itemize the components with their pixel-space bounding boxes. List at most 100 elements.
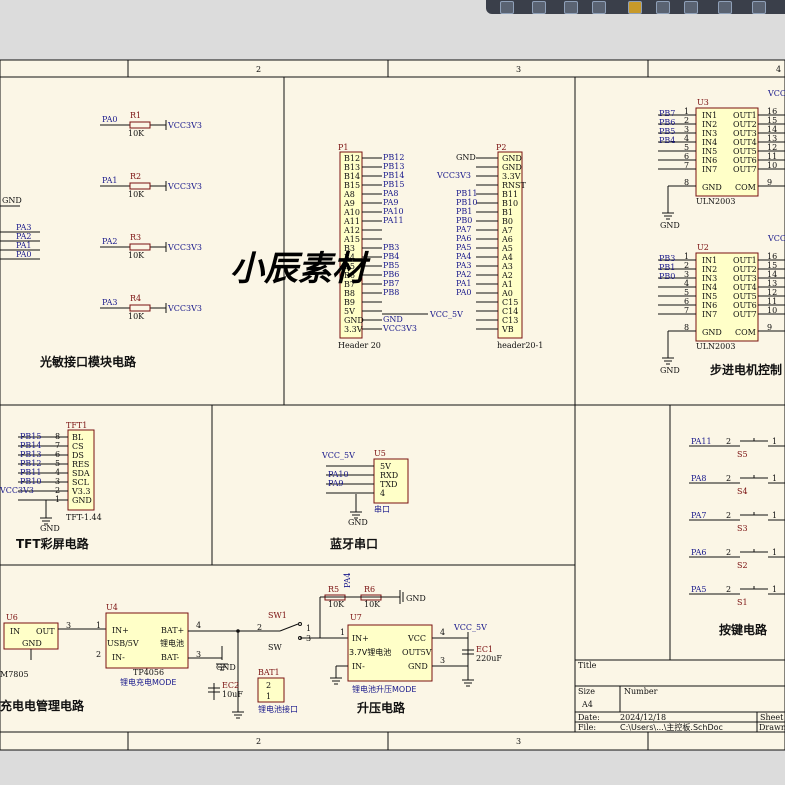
u2-pin: 5 [684,288,689,297]
p1-pin: B8 [344,289,355,298]
u3-pin: 12 [767,143,777,152]
vcc-label: VCC3V3 [167,182,202,191]
key-net: PA11 [691,437,712,446]
tft-net: PB11 [20,468,41,477]
resistor-value: 10K [128,190,145,199]
u2-gnd-label: GND [660,366,680,375]
p2-net: PA6 [456,234,472,243]
more-tools-icon[interactable] [752,1,766,14]
r5-val: 10K [328,600,345,609]
tb-title: Title [578,661,597,670]
u2-out: OUT6 [733,301,757,310]
header-p2[interactable]: P2GNDGNDGND3.3VVCC3V3RNSTB11PB11B10PB10B… [436,143,543,350]
component-tool-icon[interactable] [628,1,642,14]
p1-name: Header 20 [338,341,381,350]
tft-net: PB15 [20,432,41,441]
p2-net: VCC3V3 [436,171,471,180]
ec1-val: 220uF [476,654,502,663]
u5-gnd-label: GND [348,518,368,527]
r5-ref: R5 [328,585,339,594]
photo-section-title: 光敏接口模块电路 [39,354,137,369]
u2-net: PB0 [659,272,675,281]
p2-pin: 3.3V [502,172,521,181]
power-port-icon[interactable] [684,1,698,14]
p2-net: PA2 [456,270,472,279]
tb-sheet: Sheet [760,713,784,722]
u6-name: M7805 [0,670,29,679]
u2-pin: 12 [767,288,777,297]
u3-in: IN3 [702,129,717,138]
u7-ref: U7 [350,613,362,622]
u2-in: IN6 [702,301,717,310]
p1-pin: A9 [343,199,355,208]
boost-circuit[interactable]: R5 10K R6 10K PA4 GND U7 IN+ 3.7V锂电池 IN-… [319,572,502,694]
p2-pin: A4 [501,253,513,262]
u2-pin: 7 [684,306,689,315]
u3-net: PB7 [659,109,675,118]
u3-out: OUT6 [733,156,757,165]
p1-net: GND [383,315,403,324]
tft-net: PB13 [20,450,41,459]
u2-out: OUT4 [733,283,757,292]
net-label: PA0 [16,250,32,259]
text-tool-icon[interactable] [718,1,732,14]
p1-pin: B6 [344,271,355,280]
net-label: PA3 [16,223,32,232]
tft-name: TFT-1.44 [66,513,102,522]
charge-circuit[interactable]: U6 IN OUT GND M7805 3 U4 IN+ USB/5V IN- … [0,603,350,719]
select-tool-icon[interactable] [500,1,514,14]
net-label-icon[interactable] [656,1,670,14]
tft-gnd-label: GND [40,524,60,533]
tft-pin: CS [72,442,84,451]
u4-pin-l1: 1 [96,621,101,630]
u3-com: COM [735,183,756,192]
resistor [129,243,151,251]
u4-desc: 锂电充电MODE [120,677,176,687]
net-label: PA3 [102,298,118,307]
u3-in: IN6 [702,156,717,165]
u2-in: IN2 [702,265,717,274]
p1-pin: A15 [343,235,360,244]
p1-net: PB8 [383,288,399,297]
u6-pin: 3 [66,621,71,630]
tft-connector[interactable]: TFT1BL8PB15CS7PB14DS6PB13RES5PB12SDA4PB1… [0,421,102,533]
wire-tool-icon[interactable] [592,1,606,14]
u2-ref: U2 [697,243,709,252]
u2-pin: 1 [684,252,689,261]
net-label: PA2 [102,237,118,246]
u3-name: ULN2003 [696,197,735,206]
p1-net: PB14 [383,171,404,180]
u7-desc: 锂电池升压MODE [352,684,416,694]
p2-net: PB10 [456,198,477,207]
p1-net: PB3 [383,243,399,252]
u2-pin: 16 [767,252,777,261]
net-pa4: PA4 [343,572,352,588]
key-pin: 1 [772,585,777,594]
resistor-ref: R4 [130,294,141,303]
resistor [129,182,151,190]
tft-net: PB12 [20,459,41,468]
p1-ref: P1 [338,143,348,152]
p1-net: PA8 [383,189,399,198]
zoom-area-icon[interactable] [564,1,578,14]
resistor-ref: R2 [130,172,141,181]
key-ref: S3 [737,524,748,533]
u3-vcc: VCC [767,89,785,98]
u2-com: COM [735,328,756,337]
move-tool-icon[interactable] [532,1,546,14]
zone-label: 3 [516,737,521,746]
tb-date-label: Date: [578,713,600,722]
key-pin: 2 [726,474,731,483]
p1-net: PB6 [383,270,399,279]
resistor-value: 10K [128,251,145,260]
u2-pin: 15 [767,261,777,270]
u3-out: OUT1 [733,111,757,120]
u2-pin: 9 [767,323,772,332]
